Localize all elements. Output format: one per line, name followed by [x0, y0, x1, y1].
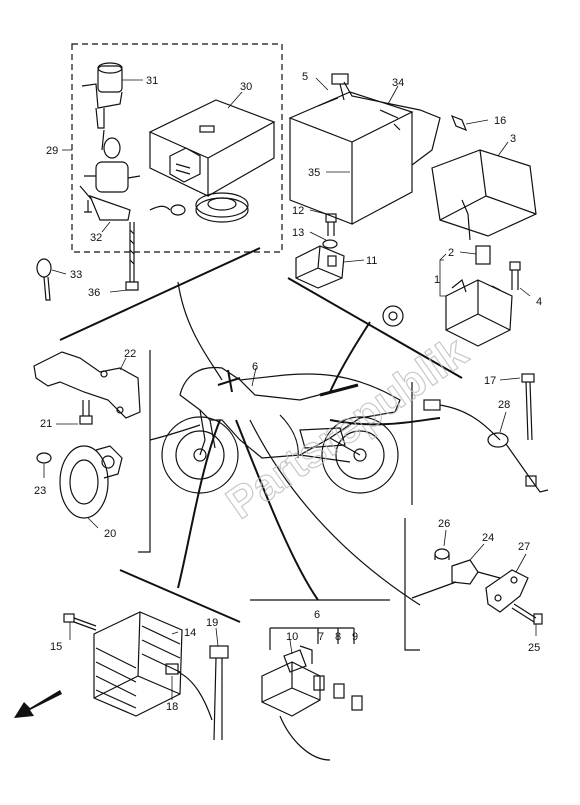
section-bracket-left: [138, 350, 151, 553]
part-26-grommet: [434, 548, 450, 560]
callout-25: 25: [528, 642, 540, 654]
callout-16: 16: [494, 115, 506, 127]
part-1-starter-relay: [445, 278, 513, 347]
callout-26: 26: [438, 518, 450, 530]
callout-2: 2: [448, 247, 454, 259]
section-line-c: [119, 569, 241, 623]
callout-22: 22: [124, 348, 136, 360]
callout-23: 23: [34, 485, 46, 497]
part-36-bolt: [125, 222, 139, 291]
part-32-lock-assembly: [79, 137, 141, 221]
callout-10: 10: [286, 631, 298, 643]
harness-line-6: [329, 417, 441, 426]
callout-8: 8: [335, 631, 341, 643]
callout-15: 15: [50, 641, 62, 653]
section-line-a: [59, 247, 261, 341]
part-22-bracket: [33, 351, 141, 419]
callout-6: 6: [252, 361, 258, 373]
part-24-sensor: [411, 559, 501, 599]
callout-34: 34: [392, 77, 404, 89]
part-17-cable-tie: [521, 373, 535, 441]
callout-12: 12: [292, 205, 304, 217]
section-bracket-right-bottom: [404, 518, 420, 651]
callout-4: 4: [536, 296, 542, 308]
callout-18: 18: [166, 701, 178, 713]
part-30-ecu: [148, 99, 276, 197]
ignition-group-box: [71, 43, 283, 253]
part-15-bolt: [63, 613, 97, 631]
callout-20: 20: [104, 528, 116, 540]
part-11-relay: [295, 245, 345, 289]
harness-line-2: [329, 321, 371, 393]
part-28-sensor: [423, 399, 549, 493]
part-5-battery: [288, 73, 414, 225]
part-16-clip: [450, 114, 468, 132]
callout-5: 5: [302, 71, 308, 83]
callout-24: 24: [482, 532, 494, 544]
harness-line-3: [177, 419, 221, 589]
part-4-bolt: [509, 261, 521, 290]
callout-14: 14: [184, 627, 196, 639]
part-fuel-cap-lock: [149, 192, 249, 223]
part-33-keys: [36, 258, 52, 301]
callout-30: 30: [240, 81, 252, 93]
callout-21: 21: [40, 418, 52, 430]
callout-31: 31: [146, 75, 158, 87]
leader-lines: [43, 77, 537, 700]
callout-27: 27: [518, 541, 530, 553]
part-19-clamp: [209, 645, 229, 741]
callout-9: 9: [352, 631, 358, 643]
part-6-fuse-box: [261, 627, 363, 761]
harness-line-5: [249, 419, 421, 606]
part-13-nut: [322, 239, 338, 249]
motorcycle-illustration: [161, 366, 401, 494]
callout-29: 29: [46, 145, 58, 157]
part-25-bolt: [511, 603, 543, 625]
callout-17: 17: [484, 375, 496, 387]
section-line-b: [287, 277, 463, 379]
part-31-main-switch: [81, 62, 123, 151]
callout-11: 11: [366, 255, 377, 267]
callout-33: 33: [70, 269, 82, 281]
front-direction-arrow-icon: [14, 690, 62, 718]
part-2-fuse: [475, 245, 491, 265]
harness-line-1: [177, 281, 223, 381]
callout-19: 19: [206, 617, 218, 629]
callout-28: 28: [498, 399, 510, 411]
callout-1: 1: [434, 274, 440, 286]
gear-logo-icon: [382, 305, 404, 327]
callout-7: 7: [318, 631, 324, 643]
callout-32: 32: [90, 232, 102, 244]
callout-6-group: 6: [314, 609, 320, 621]
harness-line-7: [149, 424, 201, 441]
part-34-cable: [343, 81, 441, 166]
part-20-horn: [59, 445, 123, 519]
callout-13: 13: [292, 227, 304, 239]
callout-35: 35: [308, 167, 320, 179]
part-21-bolt: [79, 400, 93, 425]
part-23-nut: [36, 452, 52, 464]
harness-line-4: [235, 419, 319, 601]
callout-3: 3: [510, 133, 516, 145]
part-14-rectifier: [93, 611, 183, 717]
part-27-bracket: [485, 569, 529, 613]
part-3-cover: [431, 149, 537, 241]
callout-36: 36: [88, 287, 100, 299]
part-12-bolt: [325, 213, 337, 236]
part-18-clamp: [165, 663, 213, 721]
